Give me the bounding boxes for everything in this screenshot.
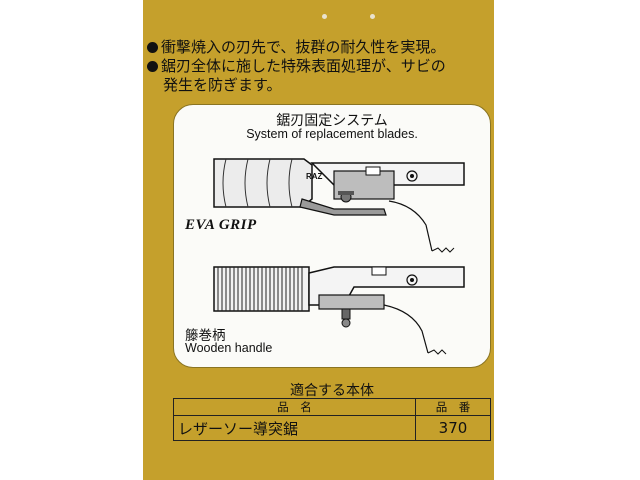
column-header-number: 品 番 — [415, 398, 491, 416]
product-number-cell: 370 — [415, 415, 491, 441]
feature-item-continuation: 発生を防ぎます。 — [163, 76, 282, 94]
eva-grip-illustration: RAZ — [213, 158, 465, 253]
wooden-handle-label-jp: 籐巻柄 — [185, 328, 226, 344]
feature-list: 衝撃焼入の刃先で、抜群の耐久性を実現。 鋸刃全体に施した特殊表面処理が、サビの … — [147, 38, 492, 95]
bullet-icon — [147, 42, 158, 53]
blade-diagram: RAZ — [213, 158, 465, 355]
wooden-handle-label-en: Wooden handle — [185, 341, 273, 355]
table-header-row: 品 名 品 番 — [173, 398, 491, 416]
wooden-handle-illustration — [213, 266, 465, 355]
diagram-title: 鋸刃固定システム — [276, 113, 388, 129]
blade-brand-text: RAZ — [306, 172, 323, 181]
product-name-cell: レザーソー導突鋸 — [173, 415, 416, 441]
compatible-table: 品 名 品 番 レザーソー導突鋸 370 — [173, 398, 491, 441]
table-row: レザーソー導突鋸 370 — [173, 415, 491, 441]
diagram-subtitle: System of replacement blades. — [246, 127, 418, 141]
compatible-title: 適合する本体 — [290, 383, 374, 399]
column-header-name: 品 名 — [173, 398, 416, 416]
eva-grip-label: EVA GRIP — [185, 217, 257, 233]
feature-item: 衝撃焼入の刃先で、抜群の耐久性を実現。 — [147, 38, 492, 57]
blade-system-panel: 鋸刃固定システム System of replacement blades. R… — [173, 104, 491, 368]
bullet-icon — [147, 61, 158, 72]
hang-hole-left — [322, 14, 327, 19]
feature-item: 鋸刃全体に施した特殊表面処理が、サビの — [147, 57, 492, 76]
hang-hole-right — [370, 14, 375, 19]
